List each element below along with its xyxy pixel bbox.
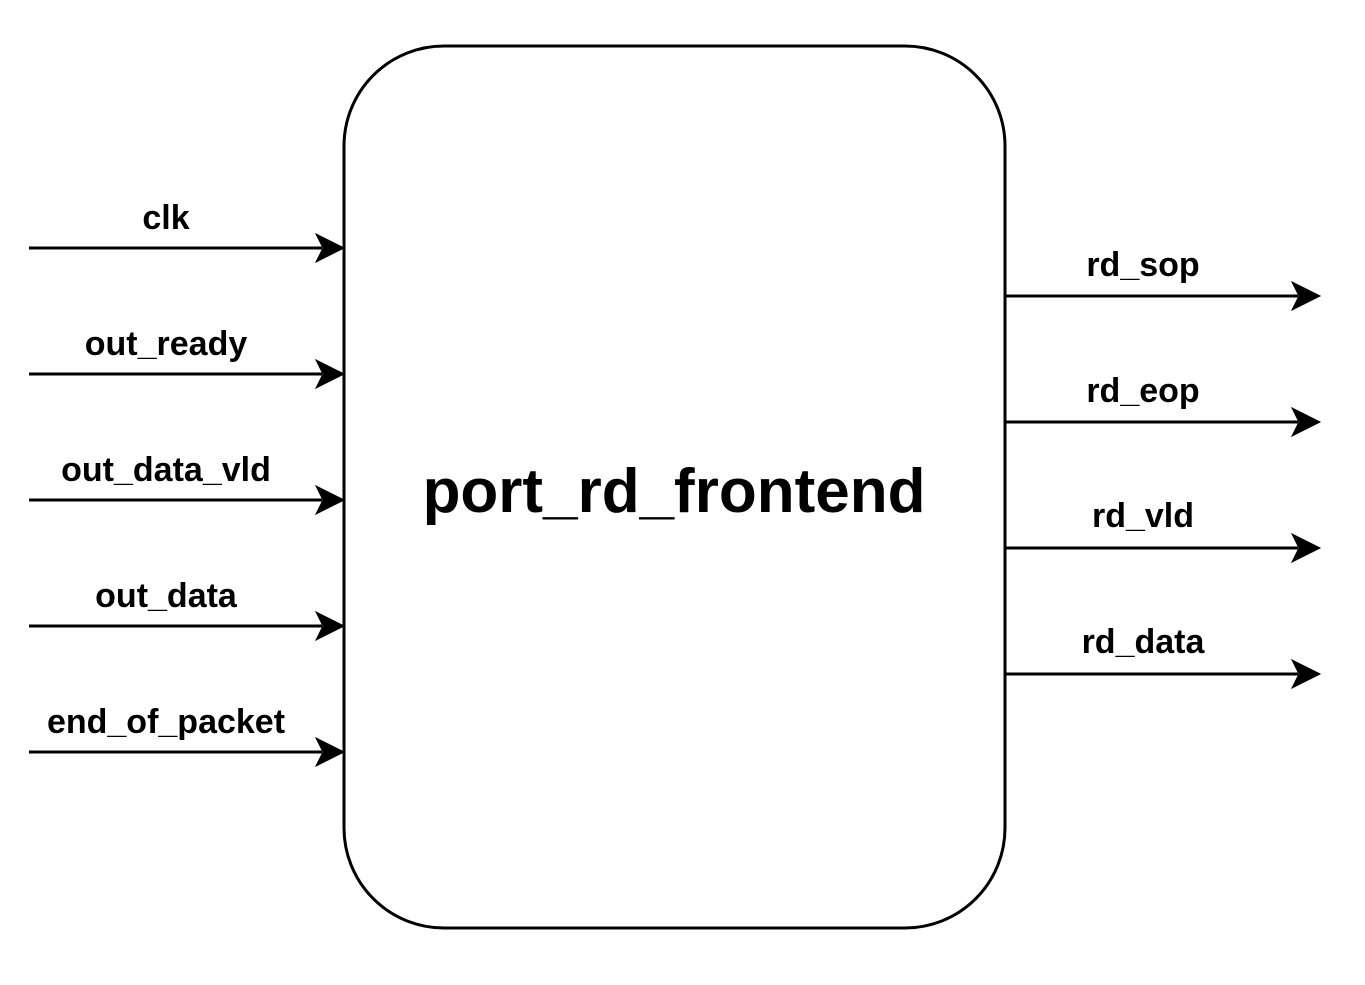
input-port-clk: clk [29, 199, 346, 264]
module-name: port_rd_frontend [423, 457, 926, 526]
output-port-rd-eop: rd_eop [1005, 372, 1322, 438]
input-arrow-head [314, 736, 346, 768]
input-port-out-data: out_data [29, 577, 346, 642]
input-arrow-head [314, 610, 346, 642]
output-arrow-head [1290, 406, 1322, 438]
output-port-label: rd_vld [1092, 497, 1194, 535]
input-port-end-of-packet: end_of_packet [29, 703, 346, 768]
input-port-out-data-vld: out_data_vld [29, 451, 346, 516]
input-port-label: out_ready [85, 325, 248, 363]
input-port-label: end_of_packet [47, 703, 285, 741]
output-port-label: rd_data [1082, 623, 1206, 661]
input-arrow-head [314, 484, 346, 516]
input-port-label: clk [142, 199, 189, 237]
module-block [342, 44, 1007, 930]
input-arrow-head [314, 358, 346, 390]
output-port-label: rd_eop [1086, 372, 1199, 410]
input-port-label: out_data [95, 577, 238, 615]
input-arrow-head [314, 232, 346, 264]
input-port-out-ready: out_ready [29, 325, 346, 390]
output-port-rd-data: rd_data [1005, 623, 1322, 690]
output-arrow-head [1290, 658, 1322, 690]
input-port-label: out_data_vld [61, 451, 271, 489]
output-arrow-head [1290, 532, 1322, 564]
output-port-label: rd_sop [1086, 246, 1199, 284]
output-arrow-head [1290, 280, 1322, 312]
output-port-rd-vld: rd_vld [1005, 497, 1322, 564]
output-port-rd-sop: rd_sop [1005, 246, 1322, 312]
